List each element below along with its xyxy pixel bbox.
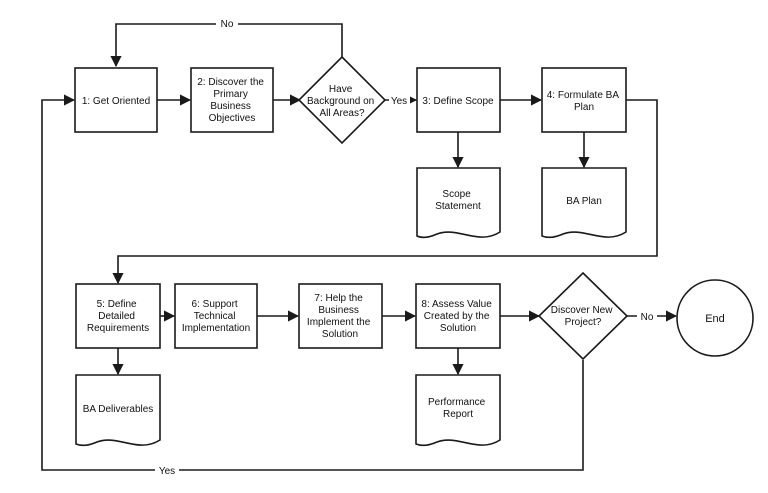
- arrow-no-loop-to-1: [110, 23, 343, 68]
- edge-label-no-to-end: No: [637, 310, 657, 323]
- node-label: 6: Support Technical Implementation: [182, 299, 250, 334]
- node-label: 8: Assess Value Created by the Solution: [421, 299, 494, 334]
- node-label: Have Background on All Areas?: [307, 84, 377, 119]
- process-box-get-oriented: 1: Get Oriented: [74, 67, 158, 133]
- edge-label-yes-bottom: Yes: [155, 464, 179, 477]
- node-label: 7: Help the Business Implement the Solut…: [307, 293, 373, 340]
- terminal-end: End: [676, 279, 754, 357]
- svg-text:No: No: [641, 312, 654, 323]
- edge-label-no-top: No: [216, 18, 238, 30]
- node-label: End: [705, 313, 725, 325]
- process-box-define-scope: 3: Define Scope: [416, 67, 501, 133]
- document-scope-statement: Scope Statement: [416, 167, 501, 239]
- arrow-yes-loop-to-1: [41, 94, 584, 471]
- node-label: 3: Define Scope: [422, 96, 494, 107]
- svg-text:No: No: [221, 19, 234, 30]
- process-box-assess-value: 8: Assess Value Created by the Solution: [415, 283, 501, 349]
- node-label: BA Plan: [566, 196, 602, 207]
- document-ba-deliverables: BA Deliverables: [75, 374, 161, 447]
- document-performance-report: Performance Report: [415, 374, 501, 447]
- node-label: Scope Statement: [435, 189, 481, 212]
- node-label: 4: Formulate BA Plan: [547, 90, 621, 113]
- svg-text:Yes: Yes: [159, 466, 175, 477]
- node-label: Performance Report: [428, 397, 488, 420]
- node-label: BA Deliverables: [83, 404, 154, 415]
- arrow-4-to-5: [112, 99, 658, 285]
- svg-text:Yes: Yes: [391, 96, 407, 107]
- node-label: 5: Define Detailed Requirements: [87, 299, 149, 334]
- process-box-define-requirements: 5: Define Detailed Requirements: [75, 283, 161, 349]
- process-box-help-business: 7: Help the Business Implement the Solut…: [298, 283, 383, 349]
- node-label: Discover New Project?: [551, 305, 615, 328]
- process-box-formulate-ba-plan: 4: Formulate BA Plan: [541, 67, 627, 133]
- node-label: 2: Discover the Primary Business Objecti…: [197, 77, 266, 124]
- decision-discover-new-project: Discover New Project?: [537, 271, 629, 361]
- document-ba-plan: BA Plan: [541, 167, 627, 239]
- decision-have-background: Have Background on All Areas?: [297, 55, 387, 145]
- process-box-support-technical: 6: Support Technical Implementation: [174, 283, 258, 349]
- process-box-discover-objectives: 2: Discover the Primary Business Objecti…: [190, 67, 274, 133]
- node-label: 1: Get Oriented: [82, 96, 150, 107]
- edge-label-yes-to-scope: Yes: [389, 94, 410, 107]
